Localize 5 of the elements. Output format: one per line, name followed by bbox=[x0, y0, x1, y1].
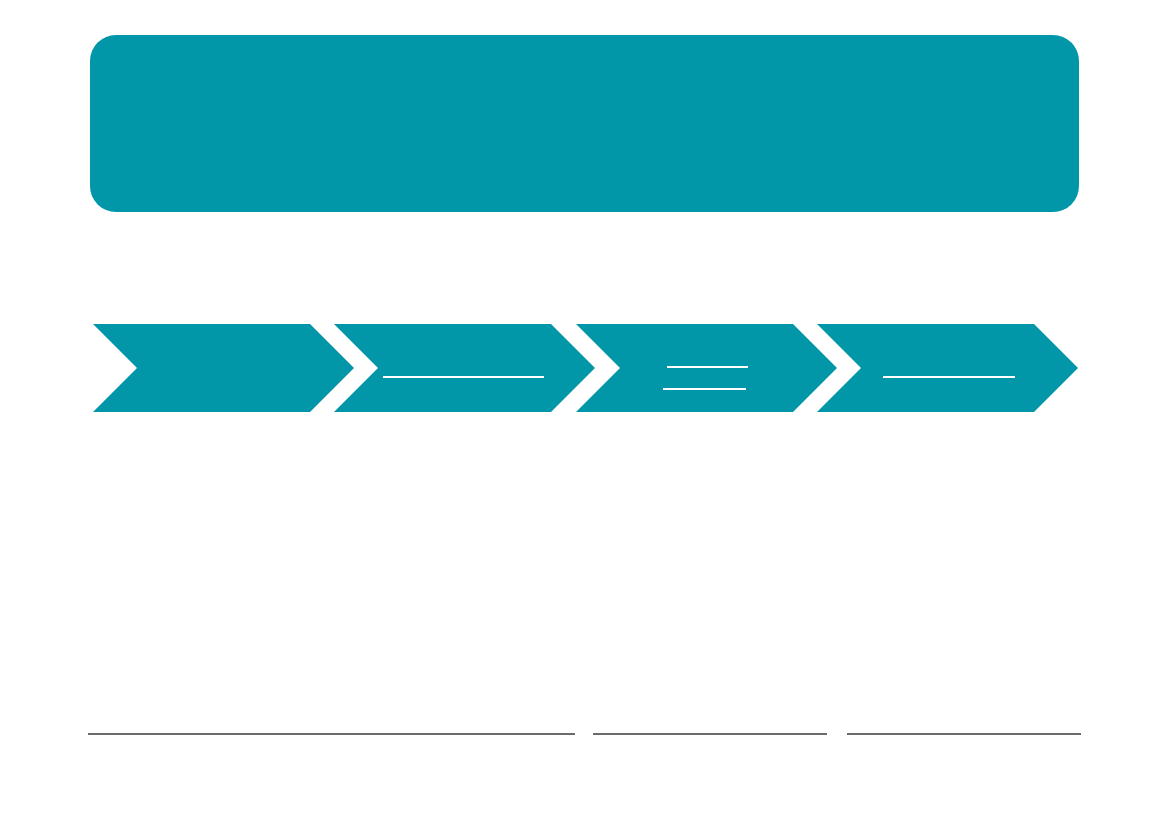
process-step bbox=[576, 324, 837, 412]
process-step bbox=[334, 324, 595, 412]
title-banner bbox=[90, 35, 1079, 212]
process-step bbox=[93, 324, 354, 412]
process-step bbox=[817, 324, 1078, 412]
